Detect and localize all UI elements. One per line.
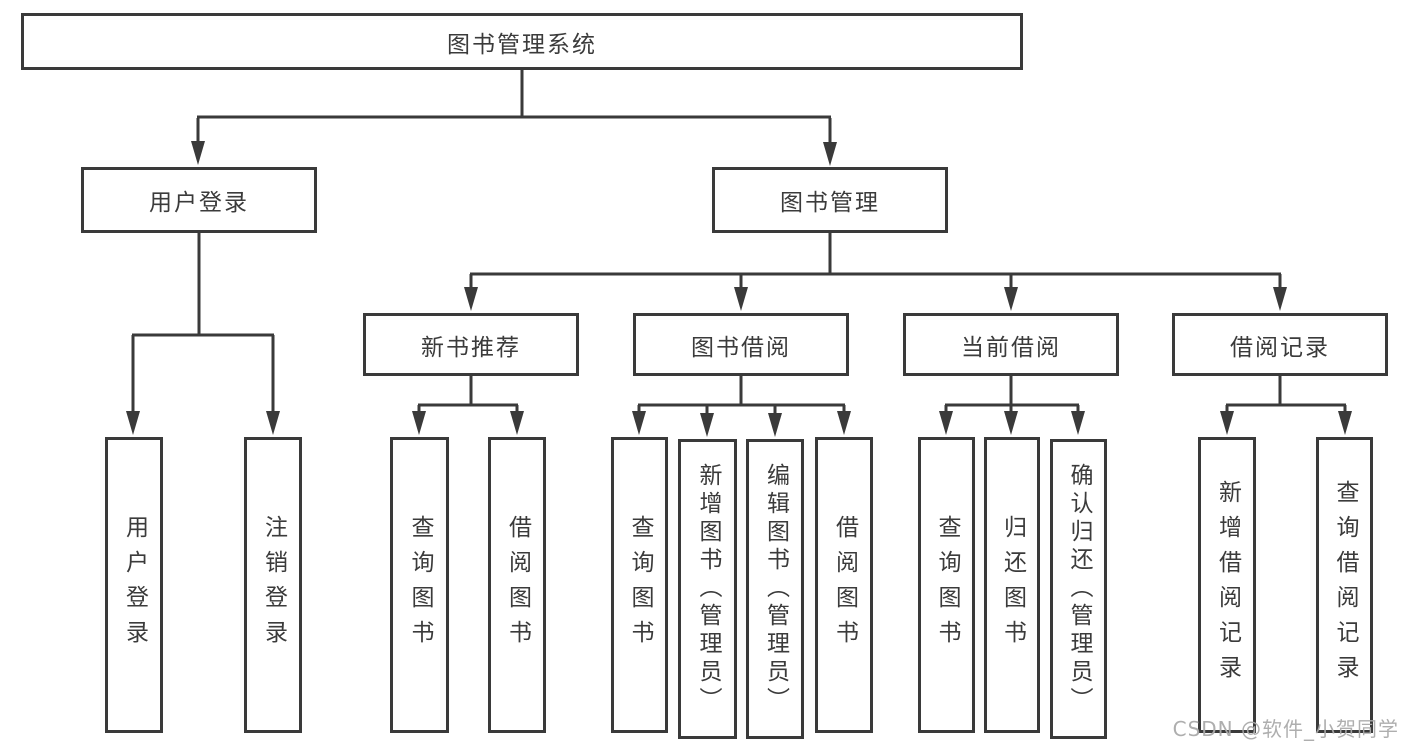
leaf-query-books-2-label: 查询图书 [627,515,653,655]
leaf-edit-books-admin-label: 编辑图书（管理员） [762,463,789,715]
node-root: 图书管理系统 [21,13,1023,70]
node-new-book-recommend-label: 新书推荐 [421,334,521,361]
leaf-confirm-return-admin: 确认归还（管理员） [1050,439,1107,739]
node-borrow-records-label: 借阅记录 [1230,334,1330,361]
node-book-borrow: 图书借阅 [633,313,849,376]
node-current-borrow: 当前借阅 [903,313,1119,376]
node-new-book-recommend: 新书推荐 [363,313,579,376]
node-user-login: 用户登录 [81,167,317,233]
node-book-management: 图书管理 [712,167,948,233]
leaf-edit-books-admin: 编辑图书（管理员） [746,439,804,739]
leaf-add-books-admin-label: 新增图书（管理员） [695,463,721,715]
node-borrow-records: 借阅记录 [1172,313,1388,376]
node-user-login-label: 用户登录 [149,190,249,216]
csdn-watermark: CSDN @软件_小贺同学 [1172,717,1399,741]
leaf-borrow-books-2: 借阅图书 [815,437,873,733]
leaf-logout: 注销登录 [244,437,302,733]
node-book-borrow-label: 图书借阅 [691,334,791,361]
leaf-add-borrow-record-label: 新增借阅记录 [1214,480,1241,690]
leaf-user-login-label: 用户登录 [121,515,148,655]
leaf-query-books-3: 查询图书 [918,437,975,733]
leaf-query-borrow-record: 查询借阅记录 [1316,437,1373,733]
leaf-return-books: 归还图书 [984,437,1040,733]
leaf-query-books-1-label: 查询图书 [407,515,433,655]
leaf-query-books-3-label: 查询图书 [934,515,960,655]
leaf-query-books-1: 查询图书 [390,437,449,733]
node-root-label: 图书管理系统 [447,31,597,58]
leaf-borrow-books-1: 借阅图书 [488,437,546,733]
leaf-query-books-2: 查询图书 [611,437,668,733]
leaf-logout-label: 注销登录 [260,515,287,655]
leaf-query-borrow-record-label: 查询借阅记录 [1332,480,1358,690]
leaf-confirm-return-admin-label: 确认归还（管理员） [1066,463,1092,715]
leaf-borrow-books-1-label: 借阅图书 [504,515,531,655]
leaf-user-login: 用户登录 [105,437,163,733]
node-book-management-label: 图书管理 [780,190,880,216]
leaf-borrow-books-2-label: 借阅图书 [831,515,858,655]
leaf-add-borrow-record: 新增借阅记录 [1198,437,1256,733]
leaf-add-books-admin: 新增图书（管理员） [678,439,737,739]
node-current-borrow-label: 当前借阅 [961,334,1061,361]
leaf-return-books-label: 归还图书 [999,515,1026,655]
